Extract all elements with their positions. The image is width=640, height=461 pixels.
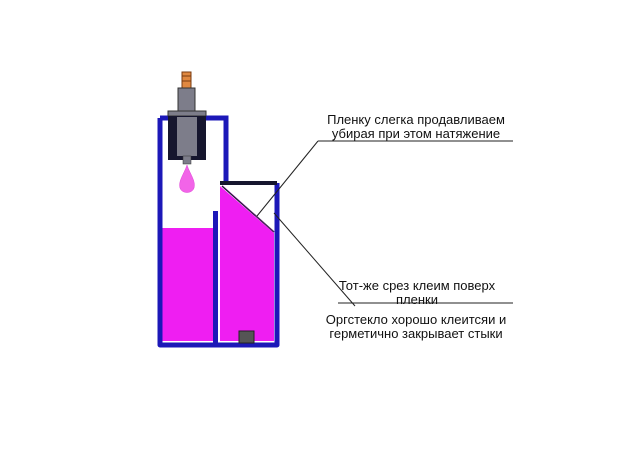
liquid-left-chamber bbox=[162, 228, 216, 341]
vessel-outer-wall bbox=[157, 118, 280, 348]
annotation-same-cut-line-2: пленки bbox=[396, 292, 438, 307]
drain-plug bbox=[238, 330, 255, 344]
annotation-acrylic-glue: Оргстекло хорошо клеитсяи и герметично з… bbox=[318, 313, 514, 341]
annotation-same-cut-line-1: Тот-же срез клеим поверх bbox=[338, 278, 496, 293]
annotation-acrylic-glue-line-1: Оргстекло хорошо клеитсяи и bbox=[325, 312, 507, 327]
inner-partition bbox=[213, 211, 218, 343]
valve-fitting-icon bbox=[167, 71, 207, 165]
liquid-right-chamber bbox=[220, 186, 274, 341]
annotation-film-press: Пленку слегка продавливаем убирая при эт… bbox=[318, 113, 514, 141]
diagonal-film bbox=[221, 185, 275, 233]
annotation-film-press-line-2: убирая при этом натяжение bbox=[331, 126, 501, 141]
liquid-drop-icon bbox=[179, 164, 195, 193]
annotation-acrylic-glue-line-2: герметично закрывает стыки bbox=[329, 326, 503, 341]
leader-line-edge bbox=[273, 212, 356, 307]
annotation-film-press-line-1: Пленку слегка продавливаем bbox=[327, 112, 505, 127]
leader-line-film bbox=[256, 140, 319, 217]
annotation-same-cut: Тот-же срез клеим поверх пленки bbox=[325, 279, 509, 307]
diagonal-film-front bbox=[221, 184, 275, 233]
